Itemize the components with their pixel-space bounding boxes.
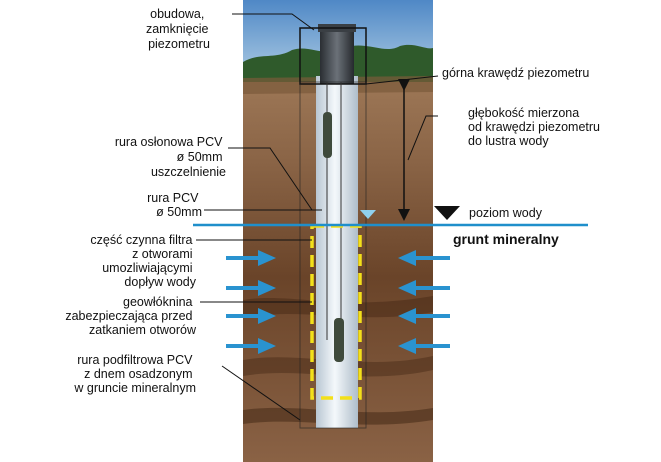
label-geotextile: geowłóknina zabezpieczająca przed zatkan… xyxy=(65,295,197,337)
leader-housing xyxy=(232,13,315,31)
right-arrow-icon xyxy=(398,338,450,354)
leader-depth xyxy=(407,115,438,161)
housing-frame xyxy=(299,27,367,85)
left-arrow-icon xyxy=(226,338,276,354)
water-marker-light-icon xyxy=(360,210,376,219)
label-sub-filter: rura podfiltrowa PCV z dnem osadzonym w … xyxy=(73,353,196,395)
label-housing: obudowa, zamknięcie piezometru xyxy=(146,7,212,51)
sensor-lower xyxy=(334,318,344,362)
right-arrow-icon xyxy=(398,250,450,266)
borehole-frame xyxy=(299,81,367,429)
right-arrow-icon xyxy=(398,308,450,324)
label-pvc-pipe: rura PCV ø 50mm xyxy=(147,191,202,219)
piezometer-cap xyxy=(320,28,354,84)
left-arrow-icon xyxy=(226,280,276,296)
label-depth: głębokość mierzona od krawędzi piezometr… xyxy=(468,106,604,148)
label-filter-active: część czynna filtra z otworami umozliwia… xyxy=(90,233,196,289)
water-marker-dark-icon xyxy=(434,206,460,220)
left-arrow-icon xyxy=(226,308,276,324)
label-mineral-soil: grunt mineralny xyxy=(453,231,559,247)
leader-top-edge xyxy=(365,75,439,85)
leader-sub-filter xyxy=(221,365,301,421)
inflow-arrows xyxy=(226,250,450,354)
pvc-pipe xyxy=(316,76,358,428)
label-casing: rura osłonowa PCV ø 50mm uszczelnienie xyxy=(115,135,226,179)
label-water-level: poziom wody xyxy=(469,206,543,220)
leader-lines xyxy=(196,13,439,421)
label-top-edge: górna krawędź piezometru xyxy=(442,66,589,80)
right-arrow-icon xyxy=(398,280,450,296)
leader-casing xyxy=(228,147,313,211)
left-arrow-icon xyxy=(226,250,276,266)
piezometer xyxy=(299,24,367,429)
sensor-upper xyxy=(323,112,332,158)
